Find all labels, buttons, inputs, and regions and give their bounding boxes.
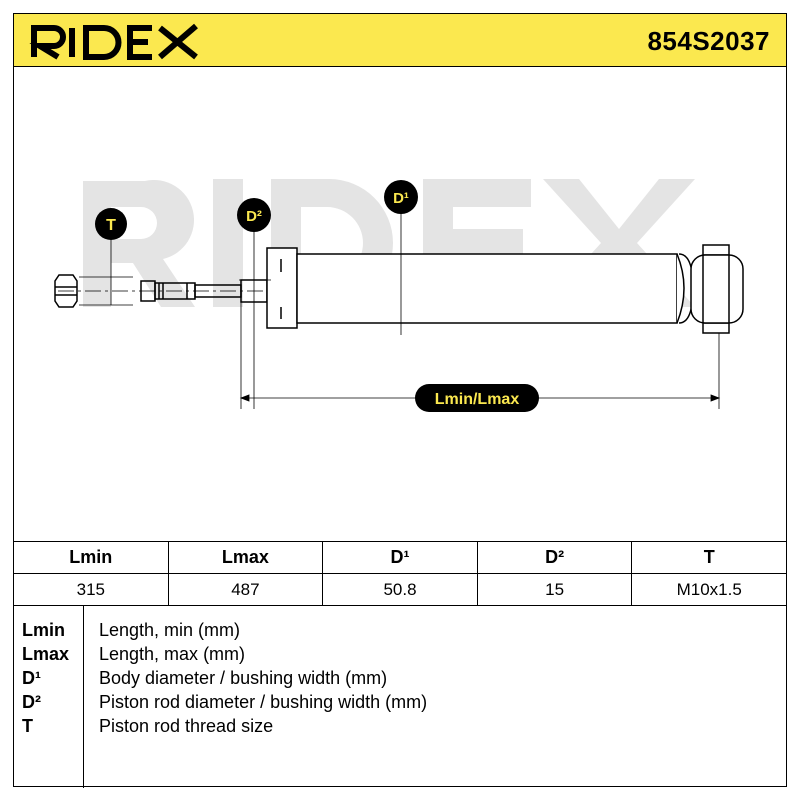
legend-key: T — [22, 716, 33, 736]
legend-desc: Body diameter / bushing width (mm) — [99, 668, 388, 688]
part-number: 854S2037 — [647, 26, 770, 56]
spec-header-t: T — [631, 541, 787, 574]
spec-value-lmin: 315 — [13, 573, 169, 606]
label-d1: D¹ — [384, 180, 418, 214]
absorber-body — [266, 247, 694, 329]
spec-header-d2: D² — [476, 541, 633, 574]
nut-icon — [54, 274, 78, 308]
legend-desc: Piston rod thread size — [99, 716, 274, 736]
legend-desc: Length, max (mm) — [99, 644, 246, 664]
spec-value-d1: 50.8 — [322, 573, 478, 606]
legend-key: Lmin — [22, 620, 65, 640]
eye-bushing — [690, 244, 744, 334]
spec-value-t: M10x1.5 — [631, 573, 787, 606]
legend-divider — [83, 606, 84, 788]
legend-key: D¹ — [22, 668, 41, 688]
ridex-logo — [29, 23, 198, 60]
legend-desc: Length, min (mm) — [99, 620, 241, 640]
legend-item: Lmin Length, min (mm) — [13, 620, 787, 644]
svg-text:T: T — [106, 217, 116, 234]
spec-value-d2: 15 — [476, 573, 633, 606]
spec-table: Lmin Lmax D¹ D² T 315 487 50.8 15 M10x1.… — [13, 541, 787, 606]
legend-key: D² — [22, 692, 41, 712]
header-bar: 854S2037 — [13, 13, 787, 67]
svg-text:D¹: D¹ — [393, 190, 409, 207]
svg-text:D²: D² — [246, 208, 262, 225]
legend-item: Lmax Length, max (mm) — [13, 644, 787, 668]
spec-header-d1: D¹ — [322, 541, 478, 574]
label-length: Lmin/Lmax — [415, 384, 539, 412]
legend-desc: Piston rod diameter / bushing width (mm) — [99, 692, 428, 712]
spec-value-row: 315 487 50.8 15 M10x1.5 — [13, 573, 787, 606]
legend: Lmin Length, min (mm) Lmax Length, max (… — [13, 605, 787, 788]
label-d2: D² — [237, 198, 271, 232]
spec-value-lmax: 487 — [167, 573, 324, 606]
legend-item: T Piston rod thread size — [13, 716, 787, 740]
shock-absorber-drawing: T D² D¹ Lmin/Lmax — [54, 179, 744, 412]
legend-item: D² Piston rod diameter / bushing width (… — [13, 692, 787, 716]
spec-header-lmax: Lmax — [167, 541, 324, 574]
spec-header-lmin: Lmin — [13, 541, 169, 574]
svg-text:Lmin/Lmax: Lmin/Lmax — [435, 391, 520, 408]
label-t: T — [95, 208, 127, 240]
legend-key: Lmax — [22, 644, 70, 664]
legend-item: D¹ Body diameter / bushing width (mm) — [13, 668, 787, 692]
spec-header-row: Lmin Lmax D¹ D² T — [13, 541, 787, 574]
